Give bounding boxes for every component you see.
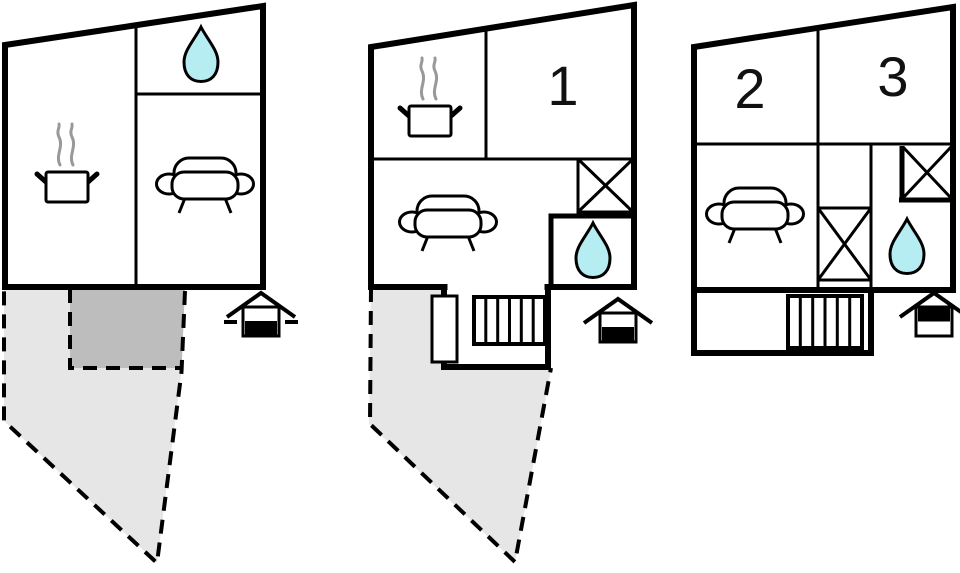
crossed-box-diagonals [816, 207, 873, 281]
crossed-box-diagonals [901, 145, 953, 200]
house-roof [898, 290, 960, 319]
house-level-icon-ground [224, 290, 298, 338]
terrace-middle-area [369, 288, 551, 562]
wall-opening [447, 282, 545, 292]
patio-dark-area [70, 288, 185, 368]
house-roof [225, 290, 297, 319]
crossed-box-icon [816, 206, 873, 282]
patio-dashed-border [68, 289, 182, 370]
room-number-3: 3 [877, 45, 908, 108]
stair-lobby [430, 282, 551, 370]
floorplan-right: 2 3 [691, 3, 960, 356]
stairs-treads [798, 298, 852, 346]
crossed-box-frame [576, 157, 635, 214]
crossed-box-icon-2 [899, 145, 953, 203]
terrace-left-dashed-border [2, 288, 187, 568]
bathroom-middle [548, 213, 634, 287]
stairs-icon [786, 294, 864, 350]
house-level-icon-middle [582, 296, 654, 344]
crossed-box-walls [899, 146, 953, 203]
terrace-left [2, 288, 187, 568]
room-number-2: 2 [734, 57, 765, 120]
house-level-fill-lower [602, 327, 634, 341]
floorplan-middle: 1 [368, 1, 654, 370]
terrace-middle [367, 287, 553, 566]
stairs-treads [484, 299, 535, 342]
house-level-fill-lower [245, 321, 277, 335]
floorplan-left-outline [2, 2, 266, 290]
house-level-icon-upper [898, 290, 960, 338]
bathroom-walls [548, 213, 634, 287]
crossed-box-frame [816, 206, 873, 282]
room-number-1: 1 [547, 54, 578, 117]
stairs-icon [472, 295, 547, 346]
house-level-fill-upper [918, 308, 950, 322]
crossed-box-diagonals [576, 157, 635, 214]
house-roof [582, 296, 654, 325]
terrace-middle-dashed-border [367, 287, 553, 566]
floorplan-left [2, 2, 298, 338]
door-leaf [430, 294, 459, 364]
crossed-box-icon [576, 157, 635, 214]
